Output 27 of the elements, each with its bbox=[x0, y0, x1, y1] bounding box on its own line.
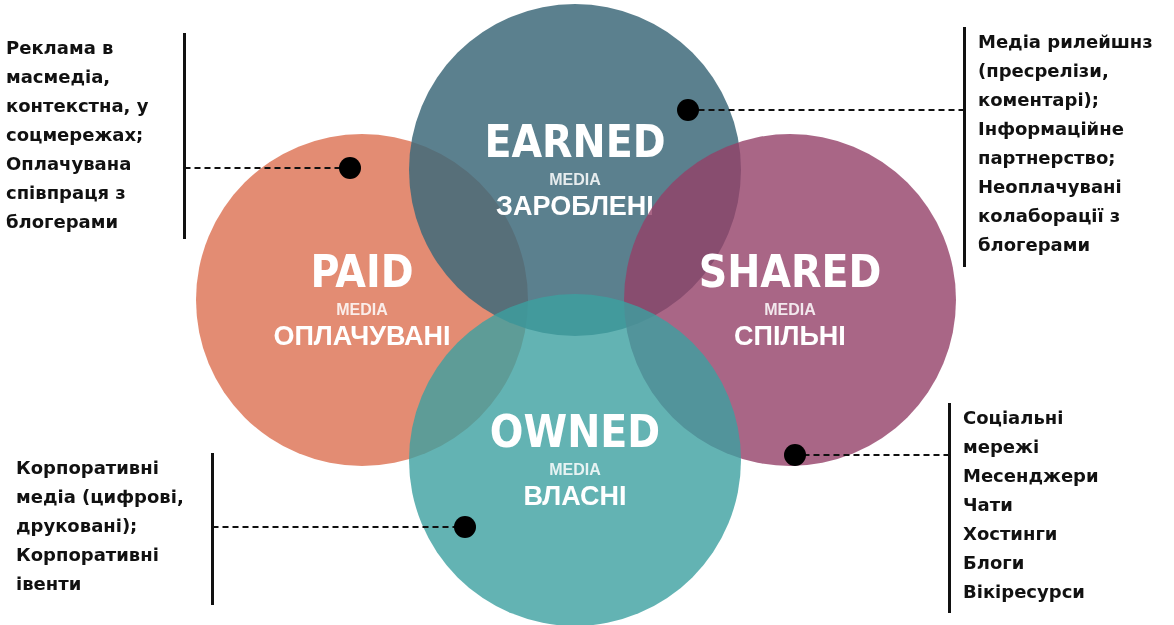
list-item: Месенджери bbox=[963, 464, 1100, 488]
leader-line bbox=[677, 99, 966, 121]
leader-line bbox=[784, 444, 951, 466]
callout-text: Медіа рилейшнз (пресрелізи, коментарі); Інформаційне партнерство; Неоплачувані колаборації з блогерами bbox=[978, 30, 1154, 257]
circle-title: SHARED bbox=[698, 249, 882, 296]
list-item: Хостинги bbox=[963, 522, 1059, 546]
list-item: Вікіресурси bbox=[963, 580, 1086, 604]
circle-subtitle: MEDIA bbox=[336, 301, 388, 319]
leader-line bbox=[211, 516, 476, 538]
circle-subtitle: MEDIA bbox=[549, 461, 601, 479]
circle-subtitle: MEDIA bbox=[549, 171, 601, 189]
circle-label: ВЛАСНІ bbox=[523, 482, 627, 511]
callout-text: Корпоративні медіа (цифрові, друковані); Корпоративні івенти bbox=[16, 456, 185, 596]
circle-label: СПІЛЬНІ bbox=[734, 322, 846, 351]
circle-label: ОПЛАЧУВАНІ bbox=[273, 322, 451, 351]
bracketed-callout bbox=[16, 453, 214, 605]
circle-subtitle: MEDIA bbox=[764, 301, 816, 319]
list-item: Соціальні мережі bbox=[963, 406, 1065, 459]
callout-text: Реклама в масмедіа, контекстна, у соцмережах; Оплачувана співпраця з блогерами bbox=[6, 36, 150, 234]
circle-title: PAID bbox=[310, 249, 414, 296]
list-item: Чати bbox=[963, 493, 1014, 517]
circle-title: EARNED bbox=[484, 119, 666, 166]
list-item: Блоги bbox=[963, 551, 1026, 575]
circle-label: ЗАРОБЛЕНІ bbox=[496, 192, 654, 221]
bracketed-callout bbox=[6, 33, 186, 239]
circle-title: OWNED bbox=[489, 409, 661, 456]
leader-line bbox=[183, 157, 361, 179]
